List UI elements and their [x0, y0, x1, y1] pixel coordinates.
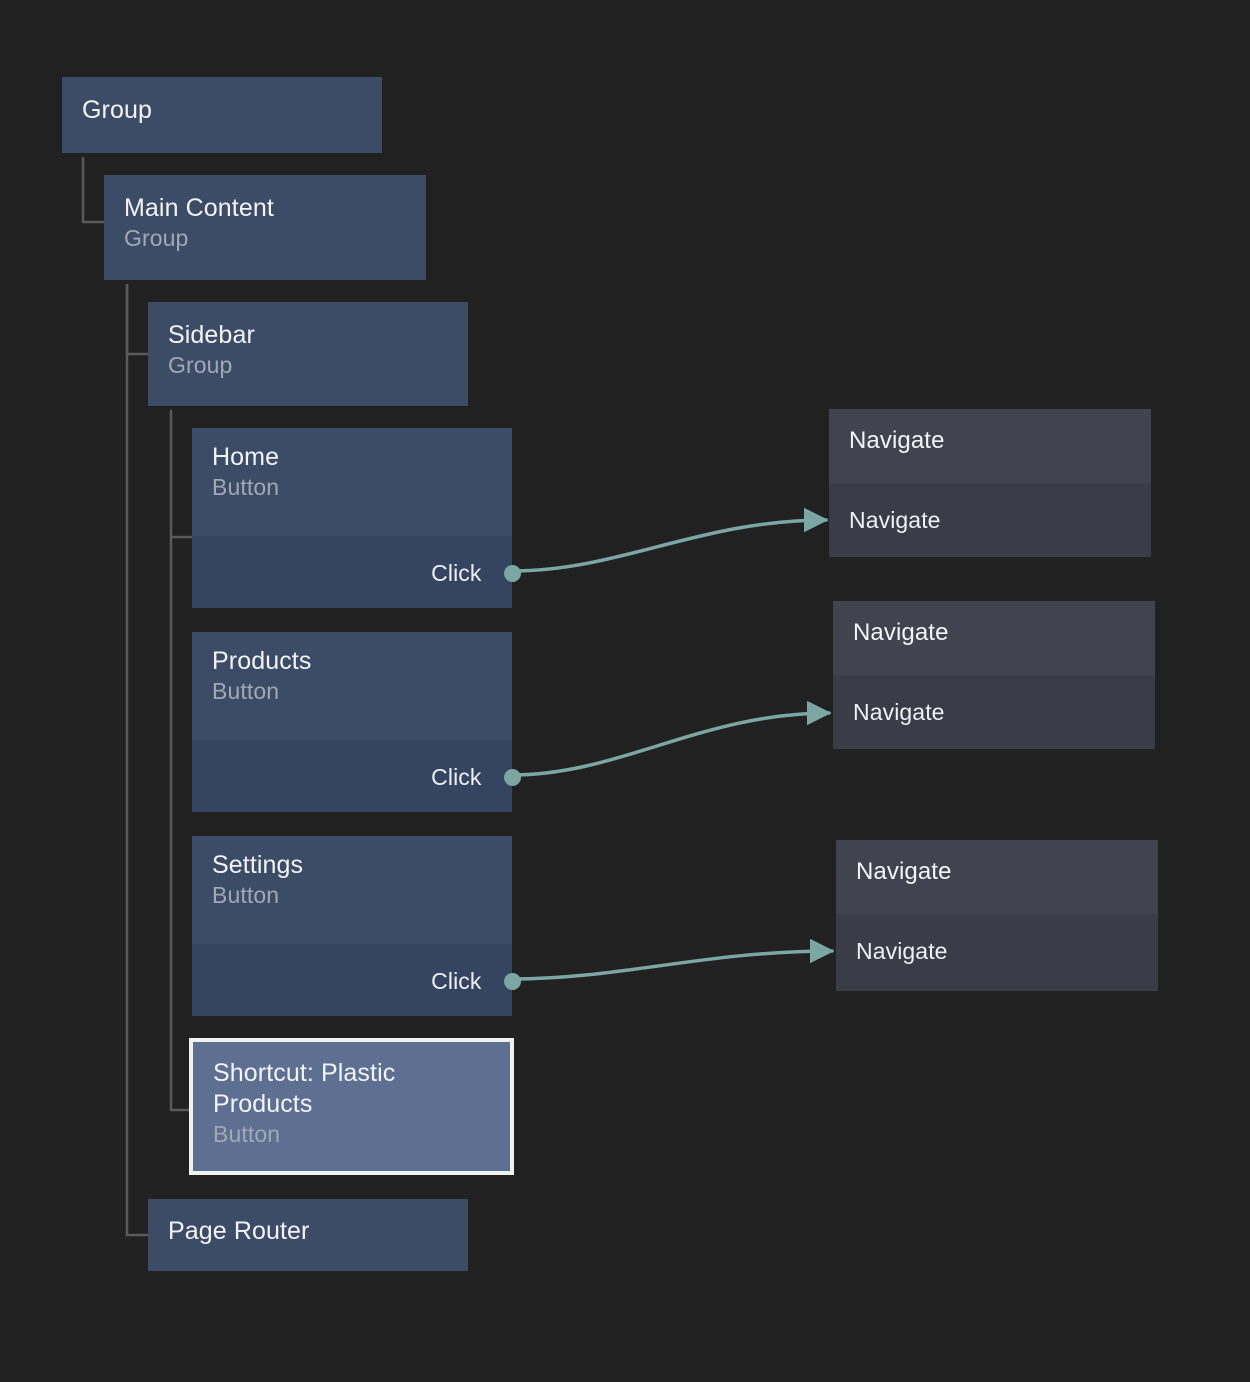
tree-line-main-content-to-sidebar: [125, 284, 148, 356]
node-title: Products: [212, 647, 312, 675]
node-navigate-3[interactable]: Navigate Navigate: [836, 840, 1158, 991]
node-title: Navigate: [853, 619, 949, 646]
node-subtitle: Button: [212, 678, 280, 704]
node-group-root[interactable]: Group: [62, 77, 382, 153]
node-navigate-2[interactable]: Navigate Navigate: [833, 601, 1155, 749]
port-dot-icon[interactable]: [503, 973, 521, 990]
node-title: Sidebar: [168, 321, 255, 349]
node-subtitle: Group: [168, 352, 233, 378]
tree-line-sidebar-spine: [169, 410, 192, 1112]
node-header: Settings Button: [192, 836, 512, 944]
node-title: Main Content: [124, 194, 274, 222]
node-header: Sidebar Group: [148, 302, 468, 392]
node-body: Click: [192, 536, 521, 608]
node-title: Home: [212, 443, 280, 471]
node-body: Navigate: [833, 675, 1155, 749]
node-header: Shortcut: Plastic Products Button: [193, 1042, 510, 1161]
node-body: Navigate: [836, 914, 1158, 991]
port-dot-icon[interactable]: [503, 565, 521, 582]
node-body: Click: [192, 740, 521, 812]
node-home-button[interactable]: Home Button Click: [192, 428, 521, 608]
node-title: Shortcut: Plastic Products: [213, 1059, 396, 1118]
node-title: Navigate: [849, 427, 945, 454]
node-body: Navigate: [829, 483, 1151, 557]
node-sidebar[interactable]: Sidebar Group: [148, 302, 468, 406]
input-port-navigate[interactable]: Navigate: [849, 507, 941, 533]
node-header: Navigate: [833, 601, 1155, 675]
node-title: Group: [82, 96, 152, 124]
node-title: Settings: [212, 851, 304, 879]
node-page-router[interactable]: Page Router: [148, 1199, 468, 1271]
edge-products-click-to-navigate-2: [510, 700, 832, 777]
node-header: Products Button: [192, 632, 512, 740]
port-dot-icon[interactable]: [503, 769, 521, 786]
node-shortcut-plastic-products-button[interactable]: Shortcut: Plastic Products Button: [189, 1038, 514, 1175]
edge-settings-click-to-navigate-3: [510, 938, 835, 981]
port-label: Click: [431, 968, 482, 994]
node-header: Navigate: [836, 840, 1158, 914]
output-port-click[interactable]: Click: [431, 764, 521, 790]
port-label: Click: [431, 560, 482, 586]
node-navigate-1[interactable]: Navigate Navigate: [829, 409, 1151, 557]
node-header: Page Router: [148, 1199, 468, 1259]
node-header: Group: [62, 77, 382, 138]
node-main-content[interactable]: Main Content Group: [104, 175, 426, 280]
input-port-navigate[interactable]: Navigate: [856, 938, 948, 964]
node-subtitle: Group: [124, 225, 189, 251]
node-subtitle: Button: [213, 1121, 281, 1147]
input-port-navigate[interactable]: Navigate: [853, 699, 945, 725]
node-header: Navigate: [829, 409, 1151, 483]
output-port-click[interactable]: Click: [431, 560, 521, 586]
node-settings-button[interactable]: Settings Button Click: [192, 836, 521, 1016]
node-title: Page Router: [168, 1217, 310, 1245]
output-port-click[interactable]: Click: [431, 968, 521, 994]
node-header: Main Content Group: [104, 175, 426, 265]
edge-home-click-to-navigate-1: [510, 507, 829, 573]
port-label: Click: [431, 764, 482, 790]
node-body: Click: [192, 944, 521, 1016]
node-products-button[interactable]: Products Button Click: [192, 632, 521, 812]
node-title: Navigate: [856, 858, 952, 885]
node-header: Home Button: [192, 428, 512, 536]
node-subtitle: Button: [212, 882, 280, 908]
tree-line-group-to-main-content: [81, 157, 104, 224]
node-subtitle: Button: [212, 474, 280, 500]
tree-line-main-to-page-router: [125, 284, 148, 1237]
